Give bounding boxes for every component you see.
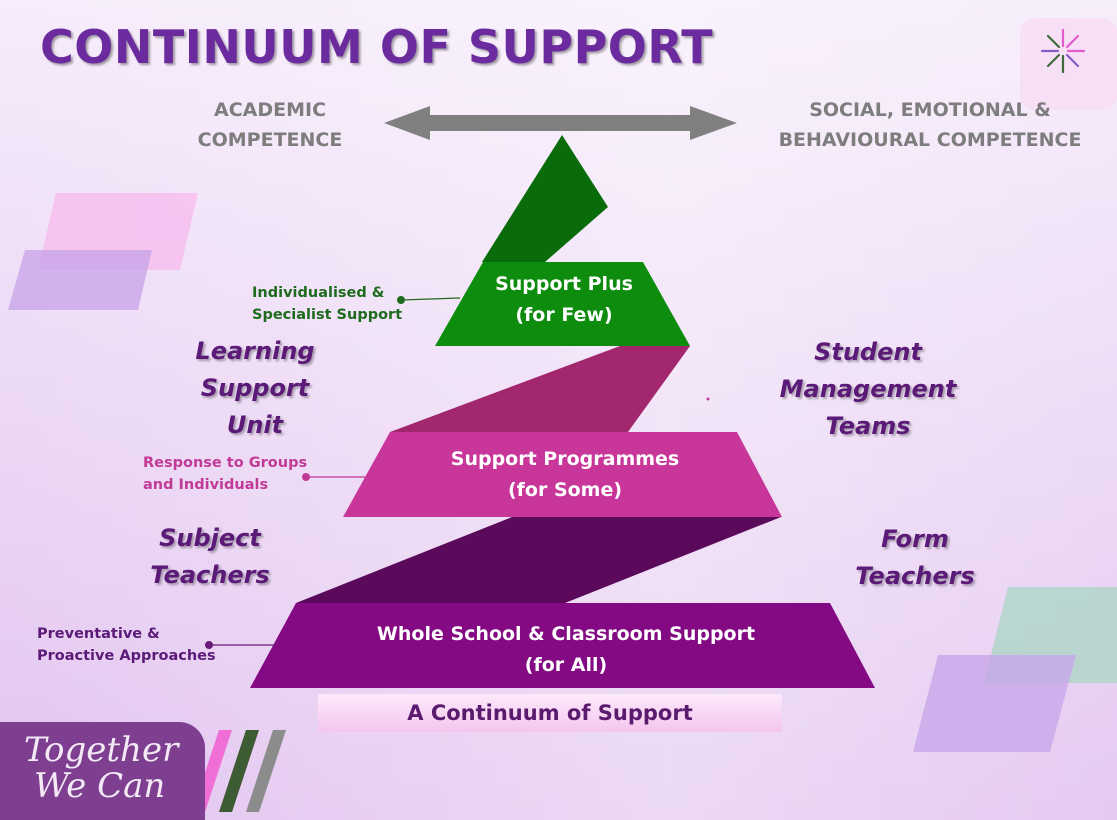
tier-middle-label-line2: (for Some) [507,479,623,501]
role-form-line2: Teachers [855,562,975,590]
tier-top-shape [435,262,690,346]
tier-bottom-label-line2: (for All) [524,654,608,676]
logo-line2: We Can [34,766,166,806]
starburst-icon [1040,28,1086,74]
axis-label-academic: ACADEMIC COMPETENCE [180,95,360,155]
logo-line1: Together [24,730,179,770]
corner-logo-bg [1020,18,1117,110]
logo-stripe-gray [246,730,286,812]
page-title: CONTINUUM OF SUPPORT [40,20,714,74]
role-form-line1: Form [881,525,949,553]
decor-lilac-parallelogram [913,655,1076,752]
zigzag-magenta [390,346,690,432]
tier-bottom-shape [250,603,875,688]
footer-label: A Continuum of Support [318,694,782,732]
note-individualised-line1: Individualised & [252,285,385,301]
role-subject-line2: Teachers [150,561,270,589]
tier-bottom-label-line1: Whole School & Classroom Support [376,623,756,645]
role-lsu-line2: Support [200,374,310,402]
axis-label-academic-line2: COMPETENCE [197,129,343,151]
tier-middle-label: Support Programmes (for Some) [415,444,715,506]
leader-dot-middle [302,473,310,481]
stray-dot [706,397,710,401]
zigzag-purple [296,517,781,603]
note-preventative: Preventative & Proactive Approaches [37,623,216,667]
note-response: Response to Groups and Individuals [143,452,307,496]
role-lsu-line3: Unit [226,411,284,439]
role-smt-line1: Student [814,338,922,366]
logo-stripe-green [219,730,259,812]
double-arrow-icon [384,106,737,140]
together-we-can-logo: Together We Can [24,732,178,804]
zigzag-green [482,135,608,262]
role-smt-line3: Teams [825,412,911,440]
leader-line-top [400,297,461,301]
role-form-teachers: Form Teachers [845,521,985,595]
axis-label-social-line1: SOCIAL, EMOTIONAL & [809,99,1051,121]
axis-label-academic-line1: ACADEMIC [213,99,327,121]
leader-dot-top [397,296,405,304]
role-subject-line1: Subject [159,524,261,552]
note-individualised: Individualised & Specialist Support [252,282,402,326]
tier-middle-shape [343,432,782,517]
role-smt-line2: Management [779,375,957,403]
note-response-line2: and Individuals [143,477,269,493]
decor-lavender-parallelogram [8,250,152,310]
logo-box [0,722,205,820]
role-lsu-line1: Learning [195,337,315,365]
role-student-management-teams: Student Management Teams [770,334,966,445]
axis-label-social-line2: BEHAVIOURAL COMPETENCE [778,129,1082,151]
tier-middle-label-line1: Support Programmes [450,448,680,470]
role-learning-support-unit: Learning Support Unit [170,333,340,444]
axis-label-social: SOCIAL, EMOTIONAL & BEHAVIOURAL COMPETEN… [770,95,1090,155]
tier-bottom-label: Whole School & Classroom Support (for Al… [336,619,796,681]
tier-top-label-line1: Support Plus [495,273,633,295]
leader-dot-bottom [205,641,213,649]
tier-top-label-line2: (for Few) [515,304,613,326]
role-subject-teachers: Subject Teachers [140,520,280,594]
tier-top-label: Support Plus (for Few) [464,269,664,331]
note-response-line1: Response to Groups [143,455,308,471]
note-preventative-line2: Proactive Approaches [37,648,216,664]
note-individualised-line2: Specialist Support [252,307,403,323]
note-preventative-line1: Preventative & [37,626,160,642]
